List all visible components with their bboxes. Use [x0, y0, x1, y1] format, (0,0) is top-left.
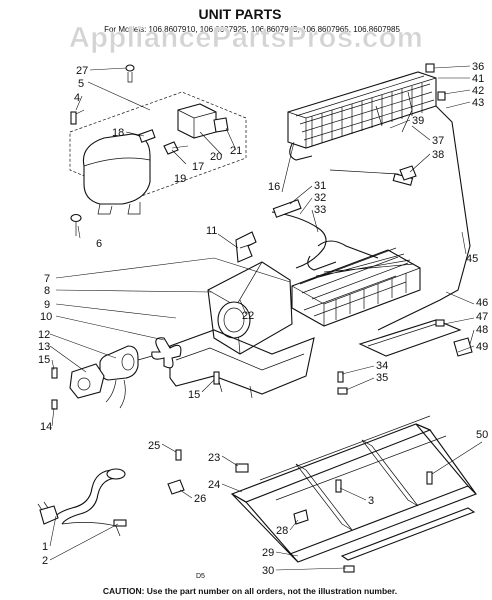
callout-23: 23 [208, 452, 220, 464]
callout-2: 2 [42, 555, 48, 567]
caution-caption: CAUTION: Use the part number on all orde… [103, 586, 397, 596]
fan-blade [151, 337, 182, 369]
callout-38: 38 [432, 149, 444, 161]
callout-7: 7 [44, 273, 50, 285]
callout-42: 42 [472, 85, 484, 97]
callout-17: 17 [192, 161, 204, 173]
callout-14: 14 [40, 421, 52, 433]
screw-25 [175, 449, 182, 461]
callout-43: 43 [472, 97, 484, 109]
callout-26: 26 [194, 493, 206, 505]
compressor [82, 133, 151, 205]
callout-24: 24 [208, 479, 220, 491]
callout-49: 49 [476, 341, 488, 353]
condenser-tube [377, 105, 471, 331]
callout-34: 34 [376, 360, 388, 372]
bracket-38 [399, 165, 417, 181]
callout-22: 22 [242, 310, 254, 322]
callout-30: 30 [262, 565, 274, 577]
callout-15-left: 15 [38, 354, 50, 366]
diagram-title: UNIT PARTS [199, 6, 282, 22]
callout-19: 19 [174, 173, 186, 185]
capillary-line [271, 211, 327, 269]
callout-33: 33 [314, 204, 326, 216]
screw-15-center [213, 371, 220, 385]
callout-10: 10 [40, 311, 52, 323]
relay-bracket [235, 231, 257, 263]
callout-36: 36 [472, 61, 484, 73]
callout-8: 8 [44, 285, 50, 297]
callout-31: 31 [314, 180, 326, 192]
base-frame [230, 415, 477, 573]
models-line: For Models: 106.8607910, 106.8607925, 10… [104, 25, 400, 34]
callout-1: 1 [42, 541, 48, 553]
bracket-48 [453, 337, 473, 357]
callout-50: 50 [476, 429, 488, 441]
callout-35: 35 [376, 372, 388, 384]
leader-lines [49, 65, 483, 571]
callout-41: 41 [472, 73, 484, 85]
clip-42 [437, 91, 446, 101]
clip-35 [337, 387, 348, 395]
callout-13: 13 [38, 341, 50, 353]
power-cord [37, 468, 127, 537]
screw-15-left [51, 367, 58, 379]
callout-27: 27 [76, 65, 88, 77]
screw-3 [335, 479, 342, 493]
callout-15-center: 15 [188, 389, 200, 401]
callout-9: 9 [44, 299, 50, 311]
callout-20: 20 [210, 151, 222, 163]
callout-32: 32 [314, 192, 326, 204]
page-code: D5 [196, 573, 205, 580]
callout-28: 28 [276, 525, 288, 537]
block-23 [235, 463, 249, 473]
screw-34 [337, 371, 344, 383]
filter-31 [272, 199, 302, 218]
screw-4 [70, 111, 77, 125]
callout-45: 45 [466, 253, 478, 265]
callout-4: 4 [74, 92, 80, 104]
callout-39: 39 [412, 115, 424, 127]
evaporator [291, 240, 421, 327]
screw-14 [51, 399, 58, 410]
callout-25: 25 [148, 440, 160, 452]
callout-48: 48 [476, 324, 488, 336]
callout-18: 18 [112, 127, 124, 139]
watermark: AppliancePartsPros.com [69, 22, 423, 54]
clip-26 [167, 479, 185, 495]
screw-50 [426, 471, 433, 485]
callout-12: 12 [38, 329, 50, 341]
callout-21: 21 [230, 145, 242, 157]
callout-11: 11 [206, 225, 217, 237]
fan-shroud [169, 261, 315, 399]
callout-29: 29 [262, 547, 274, 559]
callout-16: 16 [268, 181, 280, 193]
drain-pan-49 [358, 319, 462, 357]
callout-5: 5 [78, 78, 84, 90]
callout-47: 47 [476, 311, 488, 323]
clip-36 [425, 63, 435, 73]
compressor-group [69, 91, 247, 236]
callout-6: 6 [96, 238, 102, 250]
grommet-27 [125, 64, 135, 72]
callout-numbers: 27 5 4 6 18 17 19 20 21 16 11 7 8 9 10 2… [38, 61, 488, 577]
clip-47 [435, 319, 445, 327]
fan-motor [69, 345, 153, 409]
callout-3: 3 [368, 495, 374, 507]
callout-46: 46 [476, 297, 488, 309]
callout-37: 37 [432, 135, 444, 147]
